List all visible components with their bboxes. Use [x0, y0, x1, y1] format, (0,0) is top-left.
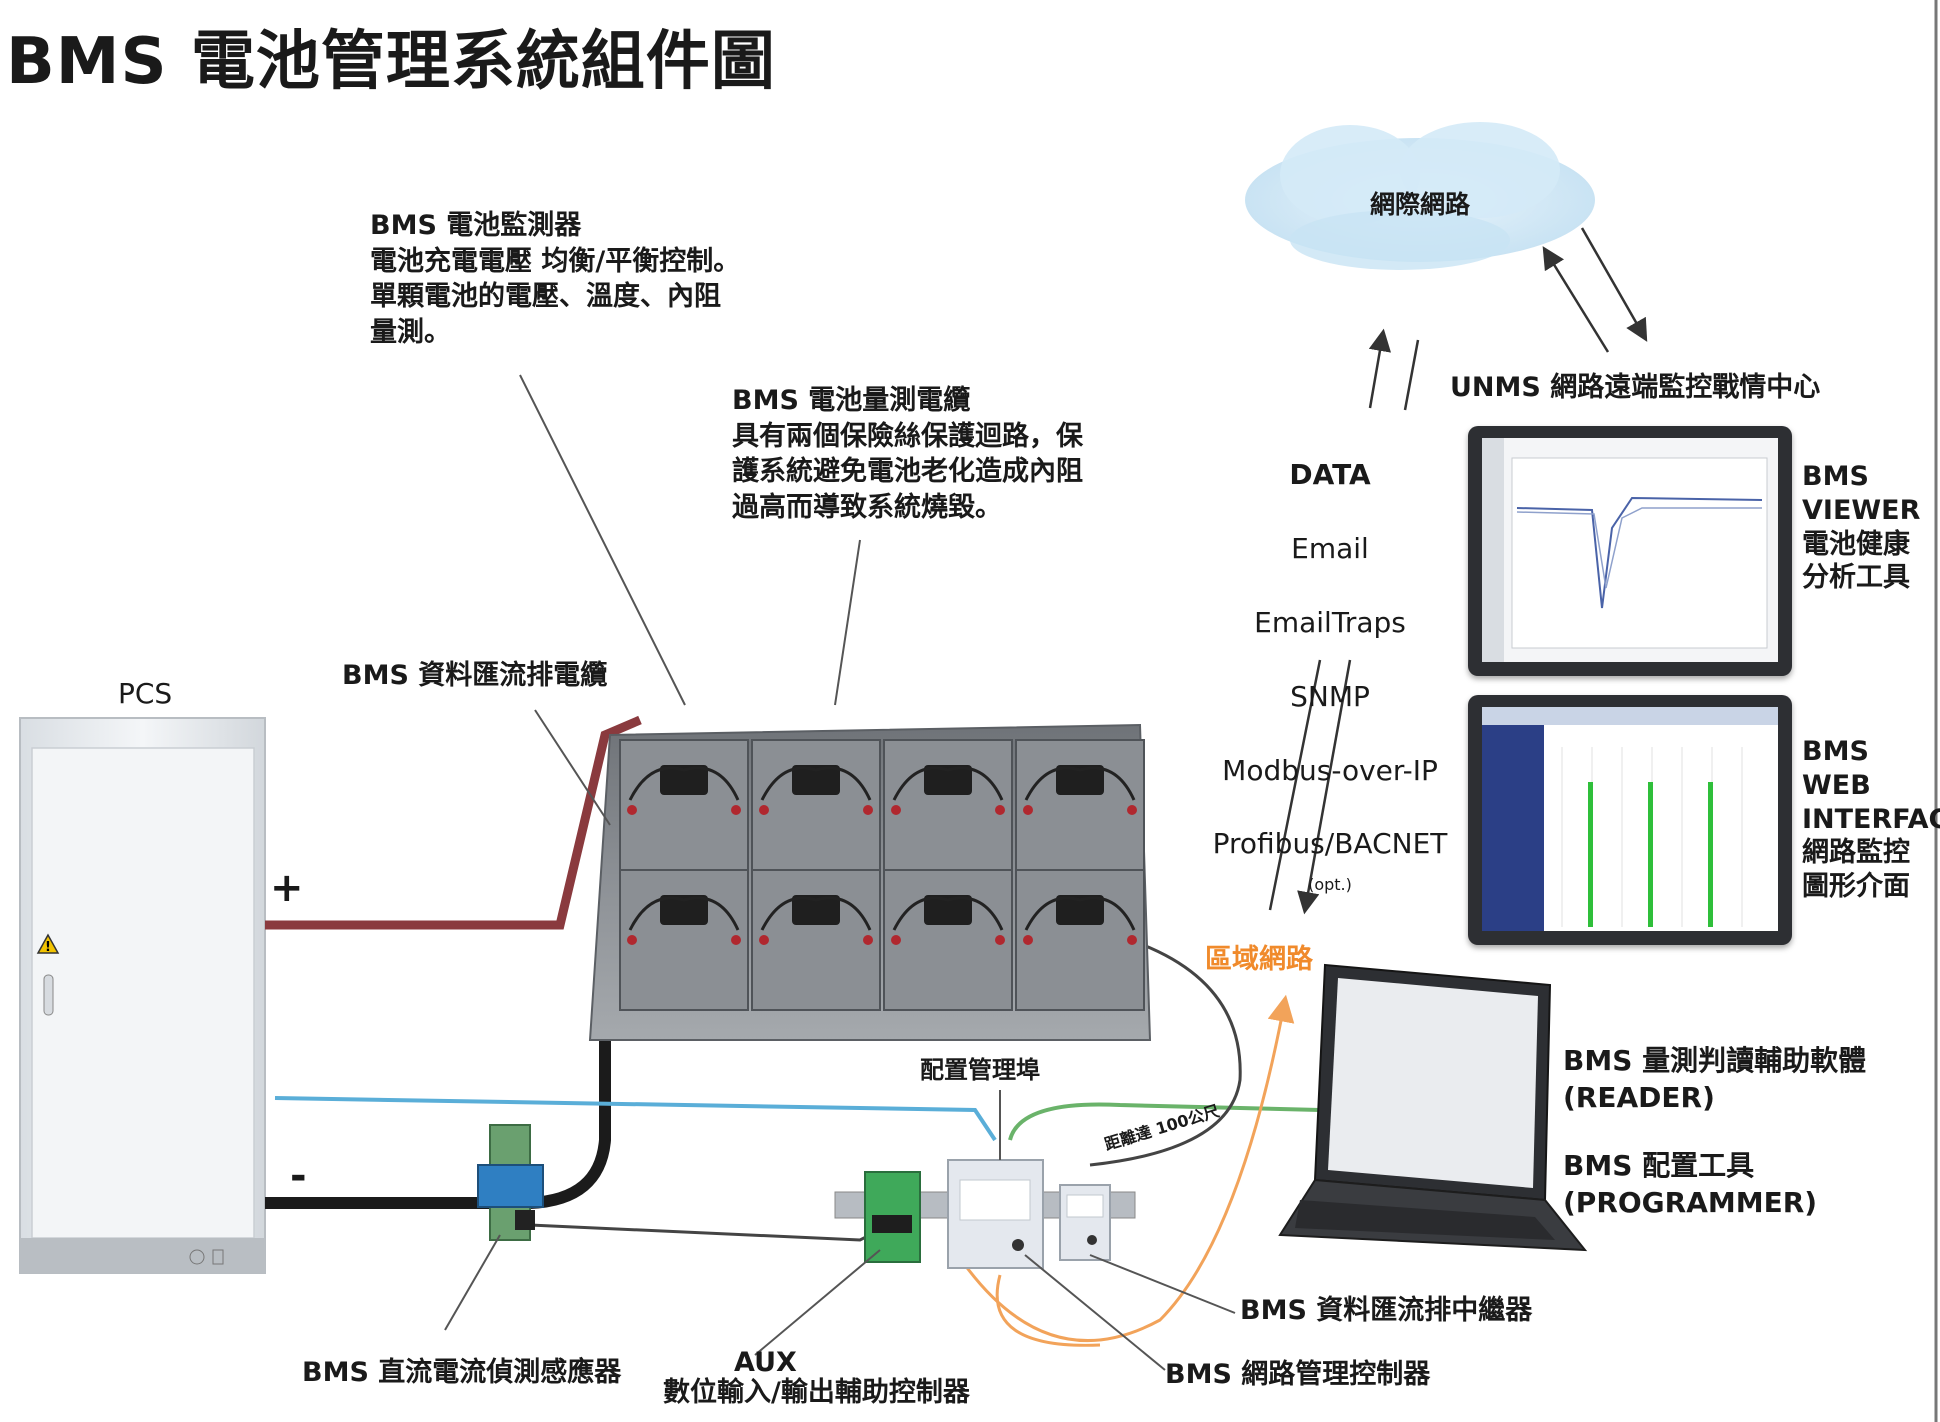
internet-arrows [1268, 227, 1648, 915]
battery-monitor-unit [1056, 895, 1104, 925]
bus-repeater [1059, 1184, 1111, 1261]
label-network-controller: BMS 網路管理控制器 [1165, 1359, 1431, 1390]
protocol-profibus: Profibus/BACNET (opt.) [1195, 826, 1465, 900]
label-plus: + [270, 865, 304, 911]
svg-text:!: ! [45, 940, 51, 955]
pcs-cabinet: ! [19, 717, 266, 1274]
battery-module [751, 739, 881, 881]
label-programmer: BMS 配置工具 (PROGRAMMER) [1563, 1149, 1818, 1219]
label-bus-repeater: BMS 資料匯流排中繼器 [1240, 1295, 1533, 1326]
battery-monitor-unit [660, 765, 708, 795]
battery-module [1015, 739, 1145, 881]
label-config-port: 配置管理埠 [920, 1056, 1040, 1084]
laptop [1278, 963, 1588, 1252]
protocol-snmp: SNMP [1290, 679, 1370, 713]
battery-monitor-unit [924, 765, 972, 795]
battery-monitor-unit [660, 895, 708, 925]
label-reader: BMS 量測判讀輔助軟體 (READER) [1563, 1044, 1867, 1114]
protocol-modbus: Modbus-over-IP [1222, 753, 1438, 787]
label-measurement-cable: BMS 電池量測電纜 具有兩個保險絲保護迴路，保 護系統避免電池老化造成內阻 過… [732, 385, 1083, 523]
battery-module [619, 739, 749, 881]
protocol-opt: (opt.) [1308, 875, 1352, 895]
label-bus-cable: BMS 資料匯流排電纜 [342, 660, 608, 691]
battery-module [883, 739, 1013, 881]
label-viewer: BMS VIEWER 電池健康 分析工具 [1802, 461, 1921, 594]
label-lan: 區域網路 [1205, 944, 1313, 975]
battery-monitor-unit [924, 895, 972, 925]
label-aux-title: AUX [734, 1347, 797, 1378]
battery-monitor-unit [792, 765, 840, 795]
web-interface-screen [1468, 695, 1792, 945]
viewer-screen [1468, 426, 1792, 676]
aux-controller [864, 1171, 921, 1263]
battery-module [751, 869, 881, 1011]
dc-current-sensor [477, 1124, 544, 1241]
data-protocols: DATA Email EmailTraps SNMP Modbus-over-I… [1195, 420, 1465, 937]
page-title: BMS 電池管理系統組件圖 [6, 25, 776, 99]
leader-lines [444, 374, 1236, 1371]
battery-monitor-unit [792, 895, 840, 925]
battery-module [1015, 869, 1145, 1011]
label-aux-desc: 數位輸入/輸出輔助控制器 [663, 1377, 970, 1408]
internet-cloud [1245, 122, 1595, 270]
battery-module [619, 869, 749, 1011]
protocol-emailtraps: EmailTraps [1254, 605, 1406, 639]
protocol-profibus-name: Profibus/BACNET [1212, 827, 1448, 861]
label-minus: - [290, 1153, 307, 1199]
label-dc-sensor: BMS 直流電流偵測感應器 [302, 1357, 622, 1388]
battery-bank [588, 723, 1152, 1041]
protocol-email: Email [1291, 531, 1369, 565]
label-web-interface: BMS WEB INTERFACE 網路監控 圖形介面 [1802, 736, 1940, 902]
data-heading: DATA [1289, 457, 1371, 491]
battery-monitor-unit [1056, 765, 1104, 795]
label-battery-monitor: BMS 電池監測器 電池充電電壓 均衡/平衡控制。 單顆電池的電壓、溫度、內阻 … [370, 210, 741, 348]
battery-module [883, 869, 1013, 1011]
label-unms: UNMS 網路遠端監控戰情中心 [1450, 372, 1821, 403]
network-controller [947, 1159, 1044, 1269]
label-pcs: PCS [118, 677, 173, 710]
internet-cloud-label: 網際網路 [1370, 190, 1471, 219]
